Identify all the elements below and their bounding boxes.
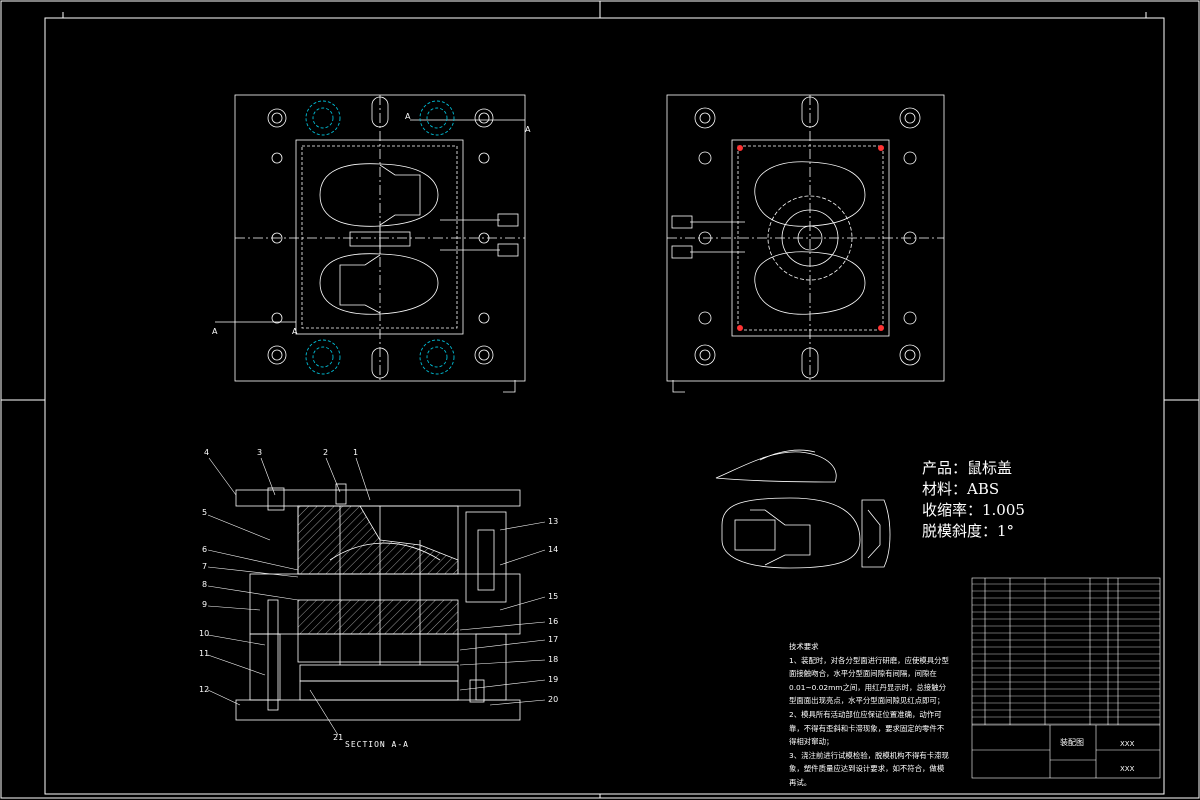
tech-notes-title: 技术要求 bbox=[789, 642, 819, 651]
part-number: 13 bbox=[548, 517, 559, 526]
part-number: 20 bbox=[548, 695, 559, 704]
section-leader-lines bbox=[207, 457, 546, 736]
fixed-half-plan-view bbox=[215, 94, 526, 393]
part-number: 21 bbox=[333, 733, 344, 742]
part-number: 3 bbox=[257, 448, 263, 457]
tech-note-item: 3、浇注前进行试模检验，脱模机构不得有卡滞现象，塑件质量应达到设计要求，如不符合… bbox=[789, 750, 949, 787]
fixed-half-accents bbox=[305, 100, 455, 375]
part-number: 10 bbox=[199, 629, 210, 638]
spec-shrinkage: 收缩率：1.005 bbox=[922, 501, 1025, 519]
moving-half-plan-view bbox=[666, 94, 945, 393]
part-number: 8 bbox=[202, 580, 208, 589]
tech-notes: 技术要求 1、装配时，对各分型面进行研磨，应使模具分型面接触吻合，水平分型面间隙… bbox=[789, 640, 949, 790]
tech-note-item: 1、装配时，对各分型面进行研磨，应使模具分型面接触吻合，水平分型面间隙有间隔，间… bbox=[789, 655, 949, 706]
part-number: 14 bbox=[548, 545, 559, 554]
section-mark-a: A bbox=[292, 327, 298, 336]
part-number: 12 bbox=[199, 685, 210, 694]
part-number: 15 bbox=[548, 592, 559, 601]
part-number: 5 bbox=[202, 508, 208, 517]
bom-rows bbox=[972, 583, 1160, 725]
product-spec: 产品：鼠标盖 材料：ABS 收缩率：1.005 脱模斜度：1° bbox=[922, 458, 1025, 542]
tech-note-item: 2、模具所有活动部位应保证位置准确，动作可靠，不得有歪斜和卡滞现象，要求固定的零… bbox=[789, 709, 945, 747]
part-number: 17 bbox=[548, 635, 559, 644]
title-block-code: XXX bbox=[1120, 765, 1135, 773]
part-number: 18 bbox=[548, 655, 559, 664]
part-number: 16 bbox=[548, 617, 559, 626]
section-mark-a: A bbox=[212, 327, 218, 336]
part-number: 2 bbox=[323, 448, 329, 457]
part-number: 7 bbox=[202, 562, 208, 571]
part-number: 1 bbox=[353, 448, 359, 457]
part-number: 19 bbox=[548, 675, 559, 684]
spec-material: 材料：ABS bbox=[922, 480, 1000, 498]
section-a-a-view bbox=[235, 483, 521, 721]
product-views bbox=[715, 449, 891, 569]
drawing-name: 装配图 bbox=[1060, 738, 1084, 747]
part-number: 4 bbox=[204, 448, 210, 457]
bom-table bbox=[971, 577, 1161, 779]
section-a-a-label: SECTION A-A bbox=[345, 740, 409, 749]
spec-product: 产品：鼠标盖 bbox=[922, 459, 1013, 477]
title-block-code: XXX bbox=[1120, 740, 1135, 748]
spec-draft: 脱模斜度：1° bbox=[922, 522, 1015, 540]
part-number: 11 bbox=[199, 649, 210, 658]
part-number: 9 bbox=[202, 600, 208, 609]
section-mark-a: A bbox=[405, 112, 411, 121]
moving-half-accents bbox=[737, 145, 884, 331]
part-number: 6 bbox=[202, 545, 208, 554]
section-mark-a: A bbox=[525, 125, 531, 134]
